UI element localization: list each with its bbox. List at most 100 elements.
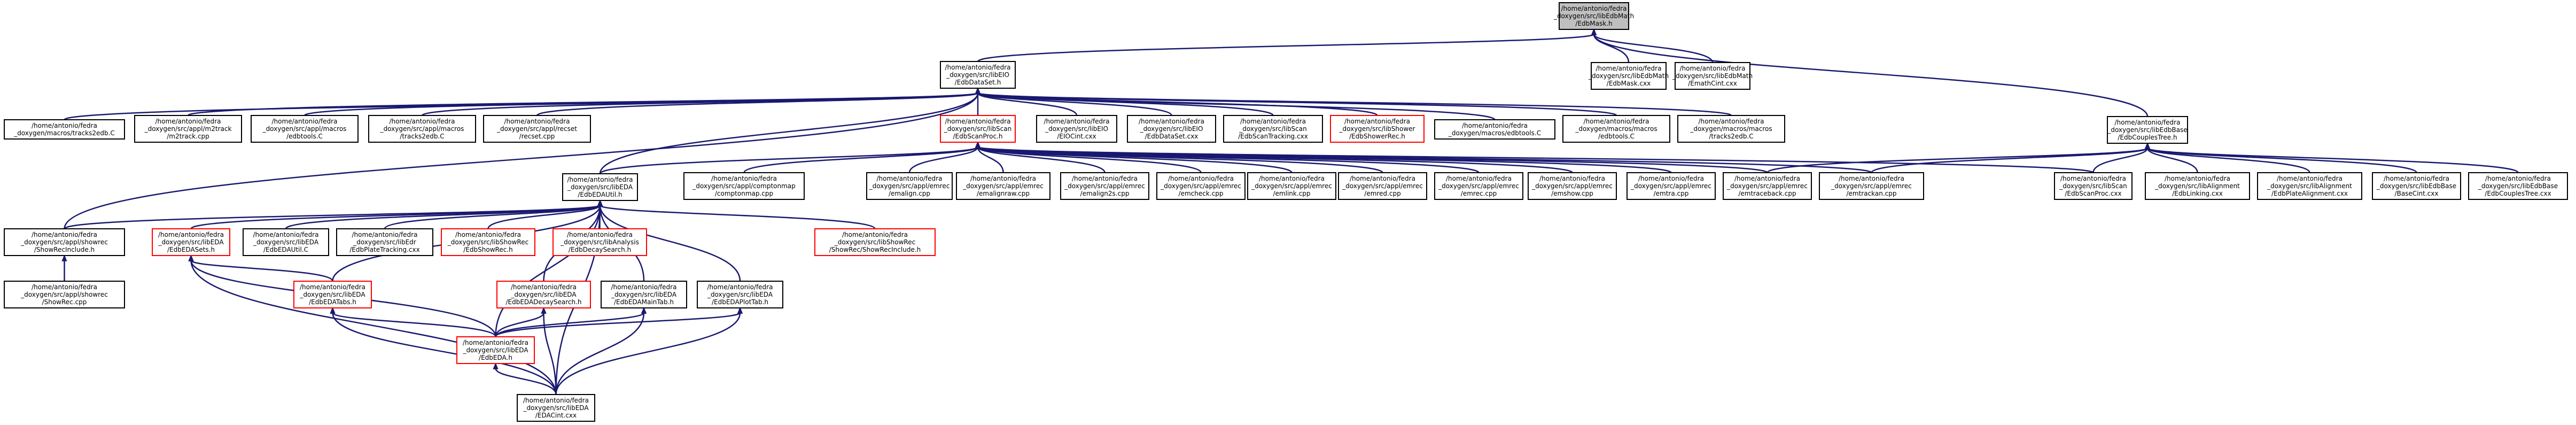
file-node-edbscanproc_cxx[interactable]: /home/antonio/fedra_doxygen/src/libScan/… xyxy=(2054,172,2133,200)
file-node-emshow[interactable]: /home/antonio/fedra_doxygen/src/appl/emr… xyxy=(1528,172,1617,200)
file-node-macros_macros_edbtools[interactable]: /home/antonio/fedra_doxygen/macros/macro… xyxy=(1562,115,1670,143)
file-node-edbscantracking[interactable]: /home/antonio/fedra_doxygen/src/libScan/… xyxy=(1223,115,1323,143)
node-label-line: _doxygen/src/libEDA xyxy=(567,183,633,191)
node-box xyxy=(1330,115,1425,143)
file-node-eiocint[interactable]: /home/antonio/fedra_doxygen/src/libEIO/E… xyxy=(1036,115,1117,143)
edge-edbeda_util_h-to-showerrec_include_h xyxy=(64,199,603,230)
node-label-line: /emtra.cpp xyxy=(1654,190,1689,197)
file-node-emathcint[interactable]: /home/antonio/fedra_doxygen/src/libEdbMa… xyxy=(1672,62,1753,90)
file-node-comptonmap[interactable]: /home/antonio/fedra_doxygen/src/appl/com… xyxy=(683,172,805,200)
file-node-edbdataset_cxx[interactable]: /home/antonio/fedra_doxygen/src/libEIO/E… xyxy=(1127,115,1216,143)
node-label-line: /EdbEDAMainTab.h xyxy=(614,298,674,306)
file-node-edbedaplottab_h[interactable]: /home/antonio/fedra_doxygen/src/libEDA/E… xyxy=(697,281,783,308)
edge-edbcouplestree_h-to-basecint xyxy=(2144,142,2417,174)
file-node-showrec_include_h[interactable]: /home/antonio/fedra_doxygen/src/libShowR… xyxy=(814,228,936,256)
file-node-root[interactable]: /home/antonio/fedra_doxygen/src/libEdbMa… xyxy=(1553,2,1634,30)
file-node-edbalignment[interactable]: /home/antonio/fedra_doxygen/src/libAlign… xyxy=(2145,172,2250,200)
node-label-line: /home/antonio/fedra xyxy=(272,118,338,125)
edge-line xyxy=(495,368,557,395)
node-label-line: /home/antonio/fedra xyxy=(32,283,97,291)
node-label-line: /EdbDecaySearch.h xyxy=(569,246,631,253)
edge-edbcouplestree_h-to-emtrackan xyxy=(1871,142,2151,174)
file-node-emred[interactable]: /home/antonio/fedra_doxygen/src/appl/emr… xyxy=(1338,172,1427,200)
file-node-edbeda_h[interactable]: /home/antonio/fedra_doxygen/src/libEDA/E… xyxy=(456,336,535,364)
node-label-line: _doxygen/src/libEdbBase xyxy=(2376,182,2456,190)
node-label-line: _doxygen/macros/edbtools.C xyxy=(1448,129,1541,137)
edge-line xyxy=(2146,147,2519,174)
file-node-macros_macros_tracks2edb[interactable]: /home/antonio/fedra_doxygen/macros/macro… xyxy=(1677,115,1785,143)
node-label-line: /EdbDataSet.cxx xyxy=(1145,133,1198,140)
file-node-edbcouplestree_h[interactable]: /home/antonio/fedra_doxygen/src/libEdbBa… xyxy=(2107,116,2188,144)
edge-line xyxy=(908,146,979,173)
node-label-line: _doxygen/src/libShowRec xyxy=(834,238,915,246)
file-node-emalign[interactable]: /home/antonio/fedra_doxygen/src/appl/emr… xyxy=(866,172,953,200)
node-box xyxy=(1247,172,1336,200)
node-label-line: /home/antonio/fedra xyxy=(1539,175,1605,182)
file-node-emalign2s[interactable]: /home/antonio/fedra_doxygen/src/appl/emr… xyxy=(1060,172,1149,200)
file-node-edbeda_tabs_h[interactable]: /home/antonio/fedra_doxygen/src/libEDA/E… xyxy=(152,228,230,256)
node-box xyxy=(517,394,595,422)
file-node-edacint[interactable]: /home/antonio/fedra_doxygen/src/libEDA/E… xyxy=(517,394,595,422)
file-node-m2track[interactable]: /home/antonio/fedra_doxygen/src/appl/m2t… xyxy=(134,115,242,143)
node-box xyxy=(552,228,647,256)
file-node-emrec[interactable]: /home/antonio/fedra_doxygen/src/appl/emr… xyxy=(1434,172,1523,200)
node-label-line: /home/antonio/fedra xyxy=(711,175,777,182)
file-node-edbedadecaysearch_h[interactable]: /home/antonio/fedra_doxygen/src/libEDA/E… xyxy=(496,281,591,308)
node-label-line: /EdbEDAUtil.C xyxy=(263,246,308,253)
file-node-emtraceback[interactable]: /home/antonio/fedra_doxygen/src/appl/emr… xyxy=(1723,172,1812,200)
arrowhead-icon xyxy=(2144,142,2151,149)
file-node-edbeda_util_c[interactable]: /home/antonio/fedra_doxygen/src/libEDA/E… xyxy=(243,228,329,256)
node-label-line: _doxygen/macros/macros xyxy=(1575,125,1657,133)
edge-line xyxy=(743,146,979,173)
node-label-line: /EdbScanProc.cxx xyxy=(2065,190,2121,197)
file-node-appl_tracks2edb[interactable]: /home/antonio/fedra_doxygen/src/appl/mac… xyxy=(368,115,476,143)
node-label-line: /emalignraw.cpp xyxy=(977,190,1030,197)
file-node-edbshowrec_h[interactable]: /home/antonio/fedra_doxygen/src/libShowR… xyxy=(441,228,535,256)
edge-line xyxy=(1593,34,1714,63)
node-label-line: /home/antonio/fedra xyxy=(158,231,224,238)
edge-edbdataset_h-to-appl_edbtools xyxy=(303,87,981,117)
node-label-line: _doxygen/src/libShower xyxy=(1339,125,1415,133)
file-node-edbshowerrec_h[interactable]: /home/antonio/fedra_doxygen/src/libShowe… xyxy=(1330,115,1425,143)
file-node-showerrec_include_h[interactable]: /home/antonio/fedra_doxygen/src/appl/sho… xyxy=(4,228,125,256)
file-node-edbmask_cxx[interactable]: /home/antonio/fedra_doxygen/src/libEdbMa… xyxy=(1588,62,1669,90)
node-label-line: _doxygen/src/libEDA xyxy=(158,238,224,246)
file-node-edbedatabs_h[interactable]: /home/antonio/fedra_doxygen/src/libEDA/E… xyxy=(293,281,372,308)
file-node-recset[interactable]: /home/antonio/fedra_doxygen/src/appl/rec… xyxy=(483,115,591,143)
node-box xyxy=(483,115,591,143)
file-node-emcheck[interactable]: /home/antonio/fedra_doxygen/src/appl/emr… xyxy=(1156,172,1246,200)
node-label-line: /EdbEDAUtil.h xyxy=(578,191,622,198)
edge-line xyxy=(555,312,645,395)
node-box xyxy=(4,228,125,256)
file-node-emtra[interactable]: /home/antonio/fedra_doxygen/src/appl/emr… xyxy=(1626,172,1716,200)
file-node-edbedamaintab_h[interactable]: /home/antonio/fedra_doxygen/src/libEDA/E… xyxy=(601,281,687,308)
edge-line xyxy=(555,312,741,395)
file-node-edbeda_util_h[interactable]: /home/antonio/fedra_doxygen/src/libEDA/E… xyxy=(562,173,638,201)
edge-edbcouplestree_h-to-emtraceback xyxy=(1766,142,2151,174)
file-node-macros_edbtools[interactable]: /home/antonio/fedra_doxygen/macros/edbto… xyxy=(1434,119,1555,140)
node-box xyxy=(496,281,591,308)
node-label-line: _doxygen/src/appl/emrec xyxy=(1831,182,1912,190)
file-node-edbplatealignment[interactable]: /home/antonio/fedra_doxygen/src/libAlign… xyxy=(2257,172,2362,200)
file-node-appl_edbtools[interactable]: /home/antonio/fedra_doxygen/src/appl/mac… xyxy=(251,115,359,143)
file-node-tracks2edb_c[interactable]: /home/antonio/fedra_doxygen/macros/track… xyxy=(4,119,125,140)
file-node-emalignraw[interactable]: /home/antonio/fedra_doxygen/src/appl/emr… xyxy=(956,172,1050,200)
node-label-line: _doxygen/src/libScan xyxy=(1239,125,1306,133)
file-node-emtrackan[interactable]: /home/antonio/fedra_doxygen/src/appl/emr… xyxy=(1819,172,1924,200)
file-node-edbplatetracking[interactable]: /home/antonio/fedra_doxygen/src/libEdr/E… xyxy=(336,228,433,256)
file-node-emlink[interactable]: /home/antonio/fedra_doxygen/src/appl/emr… xyxy=(1247,172,1336,200)
file-node-edbcouplestree_cxx[interactable]: /home/antonio/fedra_doxygen/src/libEdbBa… xyxy=(2468,172,2568,200)
edge-line xyxy=(285,204,601,230)
file-node-edbdataset_h[interactable]: /home/antonio/fedra_doxygen/src/libEIO/E… xyxy=(940,61,1016,89)
node-box xyxy=(683,172,805,200)
file-node-edbdecaysearch_h[interactable]: /home/antonio/fedra_doxygen/src/libAnaly… xyxy=(552,228,647,256)
node-label-line: /home/antonio/fedra xyxy=(567,176,633,183)
node-label-line: /ShowRecInclude.h xyxy=(34,246,95,253)
file-node-showrec_cpp[interactable]: /home/antonio/fedra_doxygen/src/appl/sho… xyxy=(4,281,125,308)
file-node-basecint[interactable]: /home/antonio/fedra_doxygen/src/libEdbBa… xyxy=(2372,172,2461,200)
node-label-line: /ShowRec/ShowRecInclude.h xyxy=(829,246,921,253)
file-node-edbscanproc_h[interactable]: /home/antonio/fedra_doxygen/src/libScan/… xyxy=(940,115,1016,143)
arrowhead-icon xyxy=(493,362,499,369)
node-label-line: /home/antonio/fedra xyxy=(842,231,908,238)
edge-root-to-edbmask_cxx xyxy=(1591,28,1630,63)
